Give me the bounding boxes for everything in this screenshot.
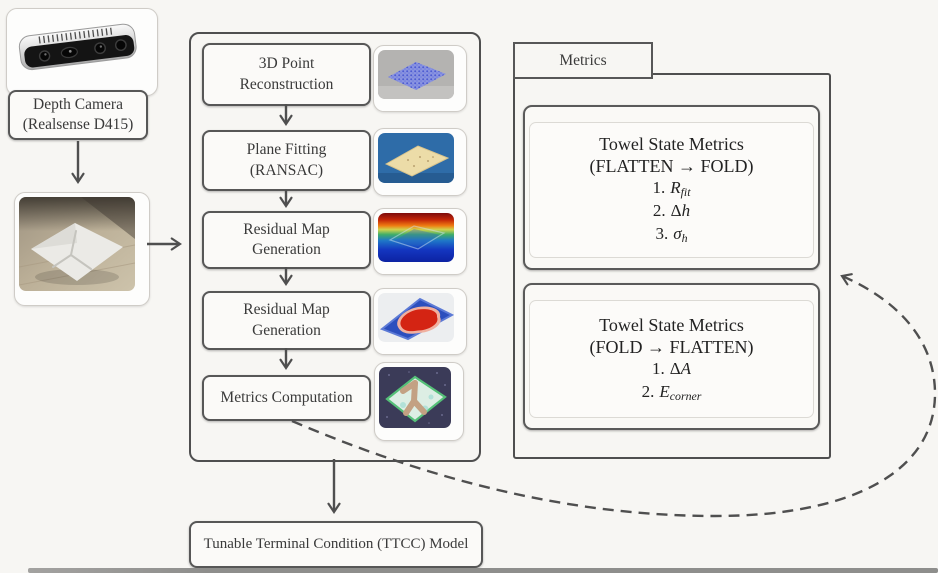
step-label-line1: Residual Map bbox=[243, 220, 330, 238]
ttcc-model-box: Tunable Terminal Condition (TTCC) Model bbox=[189, 521, 483, 568]
step-label-line2: Generation bbox=[252, 241, 321, 258]
plane-fit-icon bbox=[378, 133, 454, 183]
metric-item-delta-a: 1.ΔA bbox=[651, 358, 692, 378]
step-label-line1: Residual Map bbox=[243, 301, 330, 319]
metric-item-e-corner: 2.Ecorner bbox=[641, 381, 702, 403]
depth-camera-label-box: Depth Camera (Realsense D415) bbox=[8, 90, 148, 140]
step-label-line1: 3D Point bbox=[258, 55, 315, 73]
metrics-towel-icon bbox=[379, 367, 451, 428]
step-box-residual-map-1: Residual Map Generation bbox=[202, 211, 371, 269]
residual-heatmap-thumbnail bbox=[373, 208, 467, 275]
metric-box-fold-flatten-inner: Towel State Metrics (FOLD → FLATTEN) 1.Δ… bbox=[529, 300, 814, 418]
residual-heatmap-icon bbox=[378, 213, 454, 262]
depth-camera-photo-card bbox=[6, 8, 158, 96]
step-box-3d-point-reconstruction: 3D Point Reconstruction bbox=[202, 43, 371, 106]
step-box-metrics-computation: Metrics Computation bbox=[202, 375, 371, 421]
step-box-residual-map-2: Residual Map Generation bbox=[202, 291, 371, 350]
metrics-tab: Metrics bbox=[513, 42, 653, 79]
step-box-plane-fitting: Plane Fitting (RANSAC) bbox=[202, 130, 371, 191]
depth-camera-label-line2: (Realsense D415) bbox=[22, 116, 134, 133]
residual-blob-thumbnail bbox=[373, 288, 467, 355]
residual-blob-icon bbox=[378, 293, 454, 342]
step-label-line1: Plane Fitting bbox=[246, 141, 327, 159]
metrics-towel-thumbnail bbox=[374, 362, 464, 441]
step-label-line2: Reconstruction bbox=[239, 75, 334, 93]
plane-fitting-thumbnail bbox=[373, 128, 467, 196]
metric-box-flatten-fold: Towel State Metrics (FLATTEN → FOLD) 1.R… bbox=[523, 105, 820, 270]
metrics-tab-label: Metrics bbox=[559, 51, 607, 69]
step-label-line2: Generation bbox=[252, 321, 321, 339]
step-label-line1: Metrics Computation bbox=[220, 388, 353, 406]
metric-title: Towel State Metrics bbox=[599, 314, 744, 335]
step-label-line2: (RANSAC) bbox=[249, 161, 324, 179]
bottom-edge-bar bbox=[28, 568, 938, 573]
metric-item-rfit: 1.Rfit bbox=[652, 178, 691, 199]
metric-item-sigma-h: 3.σh bbox=[655, 224, 688, 245]
metric-box-flatten-fold-inner: Towel State Metrics (FLATTEN → FOLD) 1.R… bbox=[529, 122, 814, 258]
metric-subtitle: (FOLD → FLATTEN) bbox=[589, 336, 754, 357]
ttcc-model-label: Tunable Terminal Condition (TTCC) Model bbox=[203, 535, 469, 552]
towel-photo-card bbox=[14, 192, 150, 306]
towel-photo-icon bbox=[19, 197, 135, 291]
depth-camera-icon bbox=[18, 23, 137, 71]
depth-camera-label-line1: Depth Camera bbox=[33, 95, 123, 113]
point-cloud-thumbnail bbox=[373, 45, 467, 112]
point-cloud-icon bbox=[378, 50, 454, 99]
metric-subtitle: (FLATTEN → FOLD) bbox=[589, 156, 754, 176]
metric-box-fold-flatten: Towel State Metrics (FOLD → FLATTEN) 1.Δ… bbox=[523, 283, 820, 430]
metric-title: Towel State Metrics bbox=[599, 134, 744, 154]
metric-item-delta-h: 2.Δh bbox=[652, 201, 691, 220]
